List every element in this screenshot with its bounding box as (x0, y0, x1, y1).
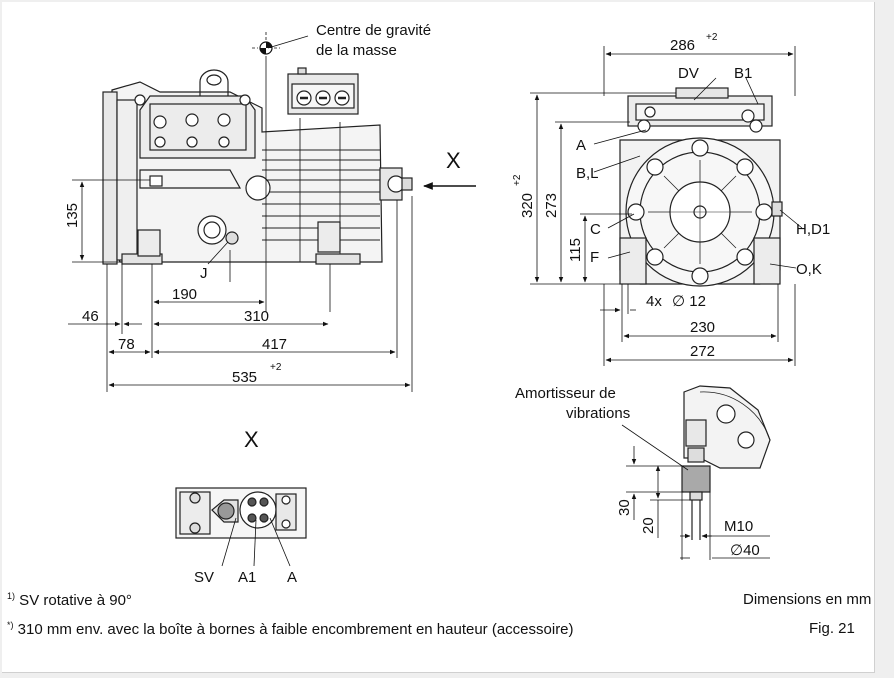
label-A1: A1 (238, 569, 256, 586)
cog-label-line2: de la masse (316, 42, 397, 59)
center-of-gravity-icon (252, 32, 309, 312)
footnote-1: 1) SV rotative à 90° (7, 591, 132, 609)
hole-count: 4x (646, 293, 662, 310)
front-view-dimensions (530, 46, 803, 366)
dim-20: 20 (640, 517, 657, 534)
cog-label-line1: Centre de gravité (316, 22, 431, 39)
view-x-title: X (244, 427, 259, 452)
dim-535: 535 (232, 369, 257, 386)
dim-417: 417 (262, 336, 287, 353)
damper-title-line1: Amortisseur de (515, 385, 616, 402)
dim-320-tolerance: +2 (512, 174, 523, 186)
label-HD1: H,D1 (796, 221, 830, 238)
dim-286: 286 (670, 37, 695, 54)
view-x-arrow-label: X (446, 148, 461, 173)
side-view-compressor (102, 67, 413, 265)
footnote-1-marker: 1) (7, 591, 16, 601)
dim-320: 320 (519, 193, 536, 218)
label-A-view-x: A (287, 569, 297, 586)
label-F: F (590, 249, 599, 266)
figure-number: Fig. 21 (809, 620, 855, 637)
dim-535-tolerance: +2 (270, 362, 282, 373)
units-note: Dimensions en mm (743, 591, 872, 608)
vibration-damper-drawing (681, 385, 771, 540)
damper-diameter: ∅40 (730, 542, 760, 559)
view-x-drawing (175, 487, 307, 539)
view-x-leaders (221, 517, 291, 567)
front-view-compressor (619, 87, 783, 287)
dim-190: 190 (172, 286, 197, 303)
footnote-1-text: SV rotative à 90° (15, 592, 132, 609)
damper-dimensions (621, 424, 770, 560)
label-C: C (590, 221, 601, 238)
dim-230: 230 (690, 319, 715, 336)
dim-272: 272 (690, 343, 715, 360)
label-OK: O,K (796, 261, 822, 278)
side-view-dimensions (68, 179, 413, 392)
dim-78: 78 (118, 336, 135, 353)
footnote-2-text: 310 mm env. avec la boîte à bornes à fai… (13, 621, 574, 638)
dim-310: 310 (244, 308, 269, 325)
label-J: J (200, 265, 208, 282)
dim-273: 273 (543, 193, 560, 218)
hole-diameter: ∅ 12 (672, 293, 706, 310)
dim-46: 46 (82, 308, 99, 325)
damper-title-line2: vibrations (566, 405, 630, 422)
label-A: A (576, 137, 586, 154)
label-SV: SV (194, 569, 214, 586)
thread-M10: M10 (724, 518, 753, 535)
label-DV: DV (678, 65, 699, 82)
label-B1: B1 (734, 65, 752, 82)
footnote-2-marker: *) (7, 620, 14, 630)
dim-286-tolerance: +2 (706, 32, 718, 43)
footnote-2: *) 310 mm env. avec la boîte à bornes à … (7, 620, 574, 638)
dim-135: 135 (64, 203, 81, 228)
dim-30: 30 (616, 499, 633, 516)
dim-115: 115 (567, 238, 584, 262)
label-BL: B,L (576, 165, 599, 182)
